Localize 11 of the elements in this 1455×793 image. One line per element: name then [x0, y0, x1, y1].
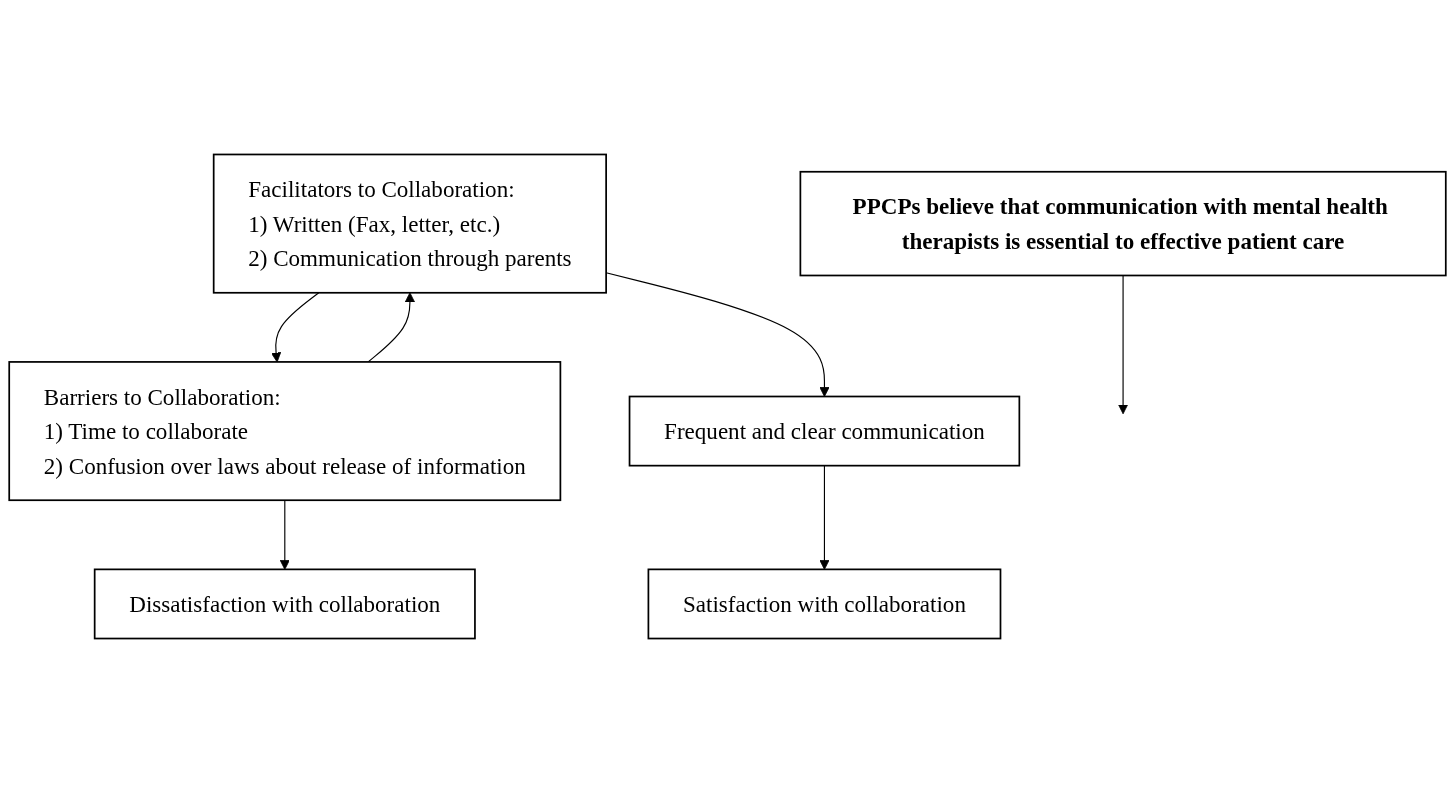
node-box: Dissatisfaction with collaboration [93, 568, 476, 640]
arrow [279, 499, 290, 570]
node-box: PPCPs believe that communication with mental health therapists is essential to effective patient care [799, 170, 1447, 277]
arrow [271, 292, 320, 363]
node-box: Barriers to Collaboration: 1) Time to collaborate 2) Confusion over laws about release of information [8, 361, 562, 502]
node-box: Frequent and clear communication [628, 395, 1021, 467]
node-box: Satisfaction with collaboration [647, 568, 1002, 640]
arrow [367, 292, 415, 363]
arrow [1118, 274, 1129, 415]
node-box: Facilitators to Collaboration: 1) Written (Fax, letter, etc.) 2) Communication through parents [212, 153, 607, 294]
arrow [819, 465, 830, 570]
